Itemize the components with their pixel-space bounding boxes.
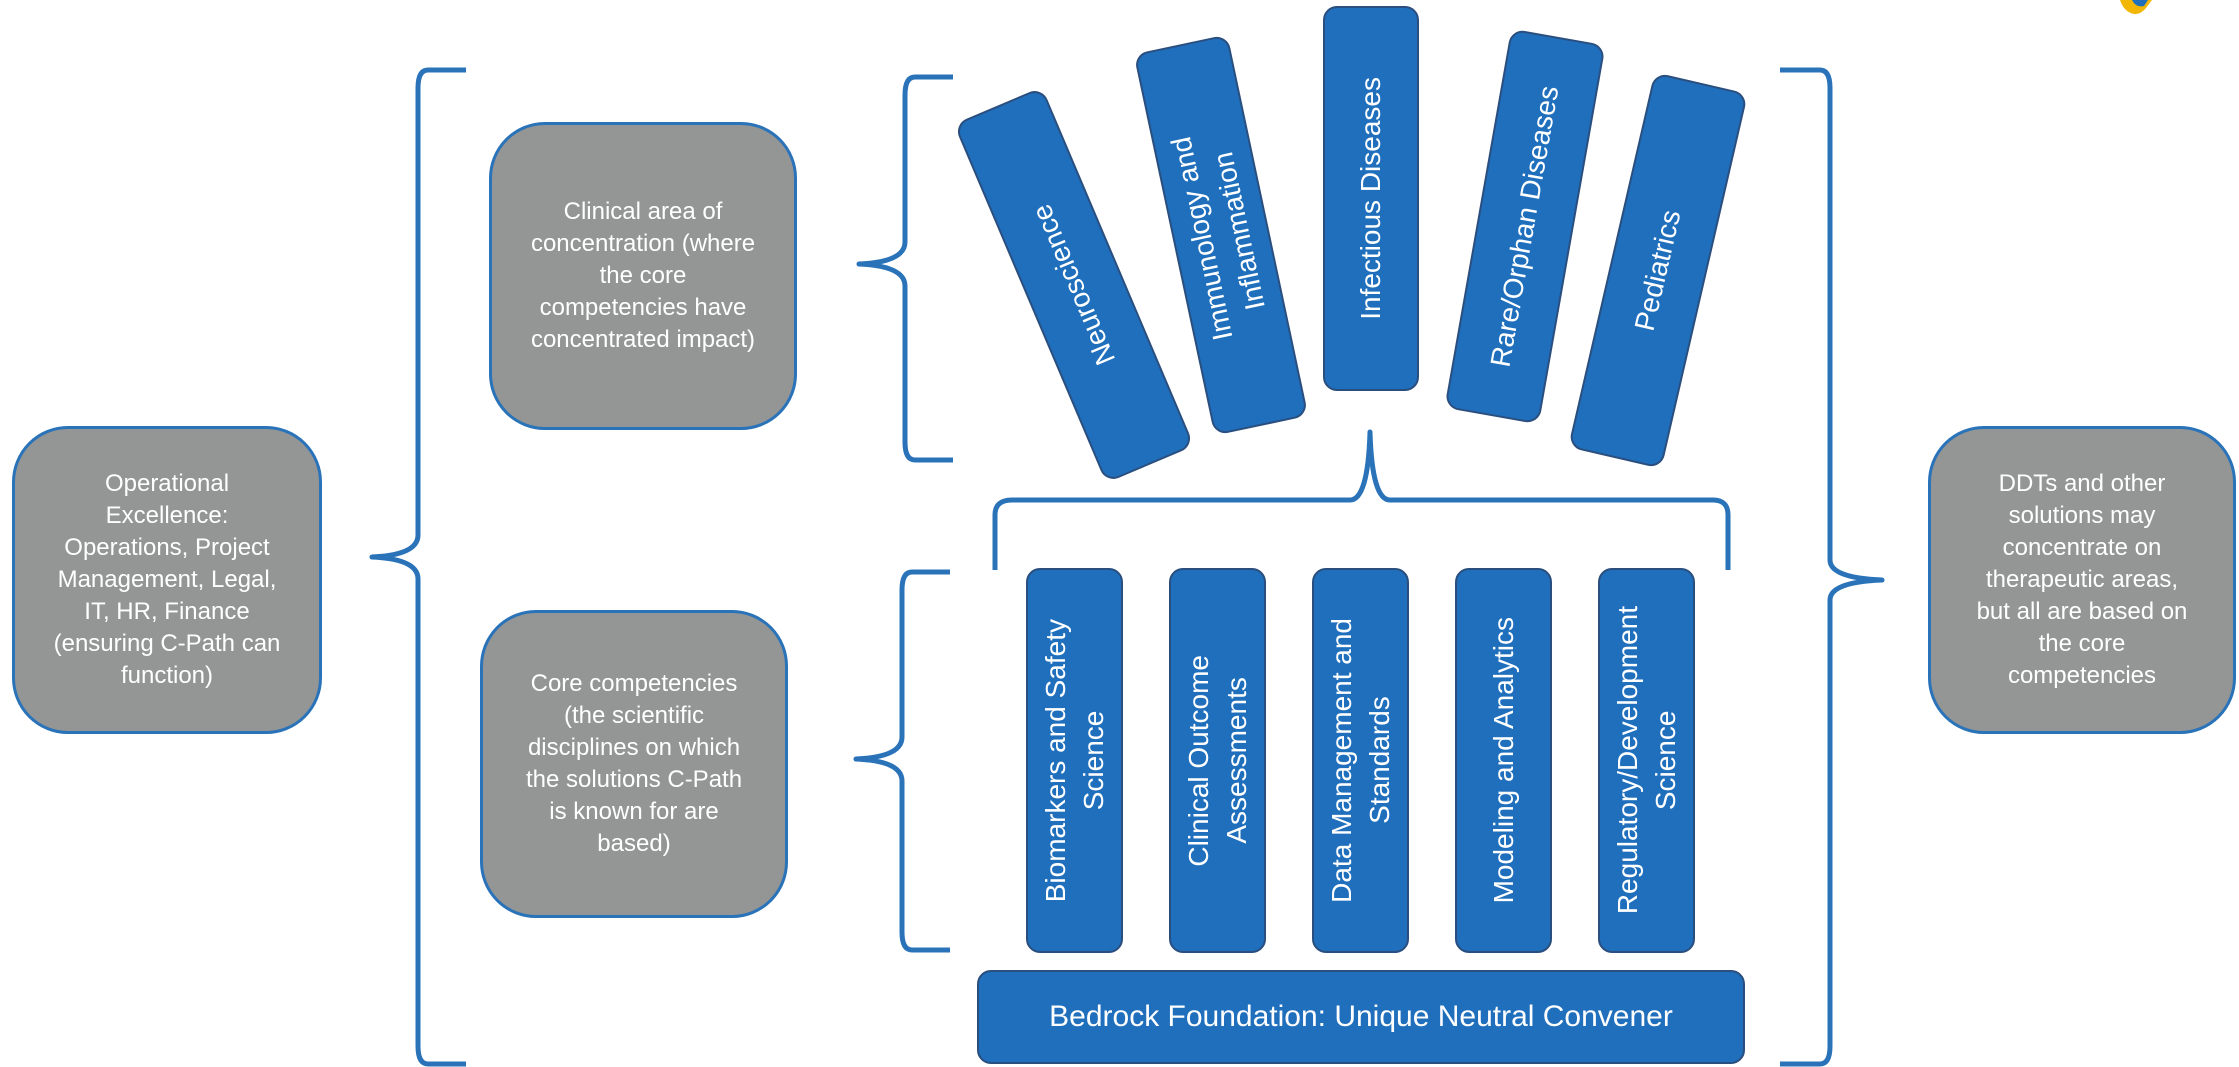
- competency-top-bracket: [992, 429, 1731, 570]
- ddts-solutions-box: DDTs and other solutions may concentrate…: [1928, 426, 2236, 734]
- c-path-logo-icon: [2120, 0, 2152, 15]
- competency-regulatory: Regulatory/Development Science: [1598, 568, 1695, 953]
- competency-data-management: Data Management and Standards: [1312, 568, 1409, 953]
- left-outer-bracket: [369, 67, 466, 1067]
- clinical-area-box: Clinical area of concentration (where th…: [489, 122, 797, 430]
- right-outer-bracket: [1780, 67, 1885, 1067]
- clinical-area-infectious-diseases: Infectious Diseases: [1323, 6, 1419, 391]
- core-competencies-box: Core competencies (the scientific discip…: [480, 610, 788, 918]
- core-bracket: [853, 569, 950, 953]
- bedrock-foundation-label: Bedrock Foundation: Unique Neutral Conve…: [1049, 1000, 1673, 1033]
- competency-modeling: Modeling and Analytics: [1455, 568, 1552, 953]
- competency-clinical-outcome: Clinical Outcome Assessments: [1169, 568, 1266, 953]
- operational-excellence-box: Operational Excellence: Operations, Proj…: [12, 426, 322, 734]
- bedrock-foundation-bar: Bedrock Foundation: Unique Neutral Conve…: [977, 970, 1745, 1064]
- competency-biomarkers: Biomarkers and Safety Science: [1026, 568, 1123, 953]
- clinical-bracket: [856, 74, 953, 463]
